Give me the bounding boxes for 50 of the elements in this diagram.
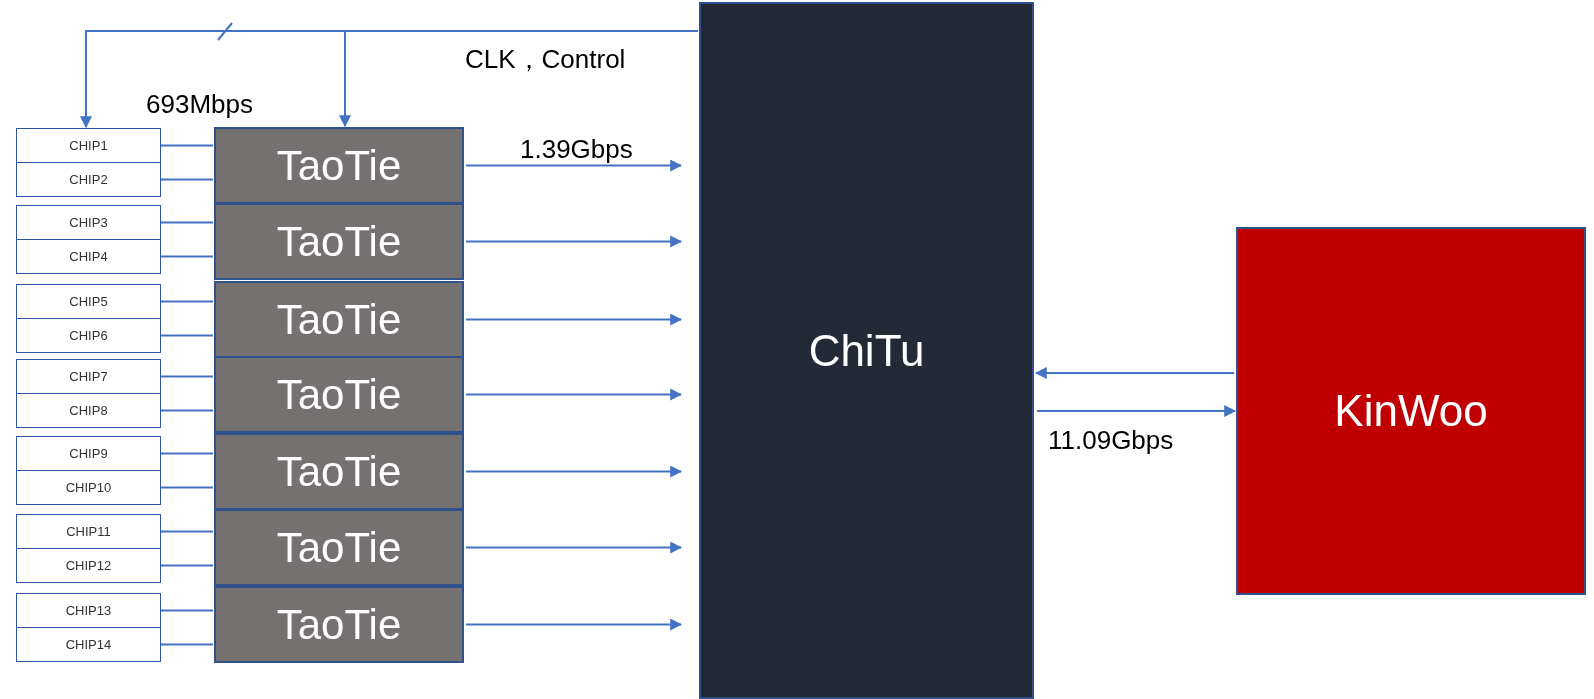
signal-label: CLK，Control [465,46,626,72]
chip-box: CHIP7 [16,359,161,394]
chip-box: CHIP2 [16,162,161,197]
connector-line [160,409,214,412]
processing-box: TaoTie [214,127,464,204]
processing-box: KinWoo [1236,227,1586,595]
chip-box: CHIP11 [16,514,161,549]
processing-box: TaoTie [214,586,464,663]
arrow [465,159,683,172]
arrow [465,313,683,326]
chip-box: CHIP5 [16,284,161,319]
connector-line [160,221,214,224]
chip-box: CHIP9 [16,436,161,471]
connector-line [160,300,214,303]
connector-line [160,643,214,646]
arrow [465,541,683,554]
arrow [1036,405,1237,417]
processing-box: TaoTie [214,509,464,586]
connector-line [160,609,214,612]
arrow [1034,367,1235,379]
connector-line [160,178,214,181]
connector-line [160,486,214,489]
edge-label: 1.39Gbps [520,135,633,162]
chip-box: CHIP1 [16,128,161,163]
processing-box: ChiTu [699,2,1034,699]
chip-box: CHIP12 [16,548,161,583]
connector-line [160,334,214,337]
signal-label: 693Mbps [146,91,253,117]
arrow [465,618,683,631]
processing-box: TaoTie [214,356,464,433]
chip-box: CHIP3 [16,205,161,240]
chip-box: CHIP13 [16,593,161,628]
arrow [465,465,683,478]
processing-box: TaoTie [214,281,464,358]
processing-box: TaoTie [214,203,464,280]
connector-line [160,375,214,378]
processing-box: TaoTie [214,433,464,510]
chip-box: CHIP10 [16,470,161,505]
connector-line [160,530,214,533]
edge-label: 11.09Gbps [1048,427,1174,453]
arrow [465,235,683,248]
arrow [465,388,683,401]
chip-box: CHIP6 [16,318,161,353]
chip-box: CHIP4 [16,239,161,274]
connector-line [160,144,214,147]
connector-line [160,452,214,455]
connector-line [160,255,214,258]
chip-box: CHIP8 [16,393,161,428]
connector-line [160,564,214,567]
chip-box: CHIP14 [16,627,161,662]
